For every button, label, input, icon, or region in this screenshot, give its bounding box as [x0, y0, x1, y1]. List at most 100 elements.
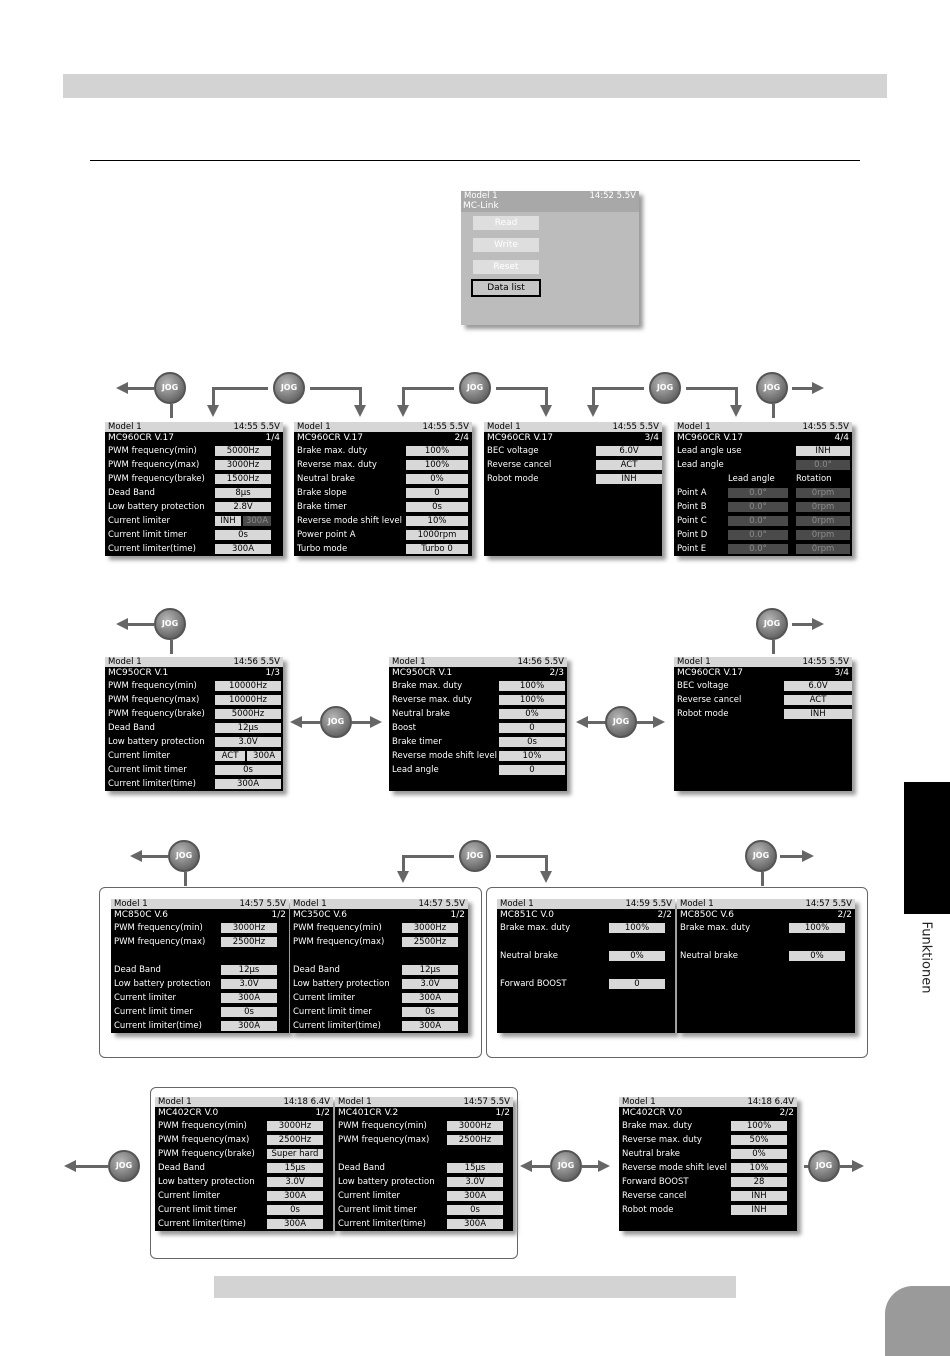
- param-value[interactable]: 0s: [267, 1205, 323, 1215]
- param-value[interactable]: 1500Hz: [215, 474, 271, 484]
- param-value[interactable]: 5000Hz: [215, 446, 271, 456]
- param-value[interactable]: 3.0V: [447, 1177, 503, 1187]
- jog-icon[interactable]: JOG: [808, 1150, 840, 1182]
- param-value[interactable]: 300A: [221, 993, 277, 1003]
- param-value[interactable]: 300A: [447, 1219, 503, 1229]
- param-value[interactable]: 300A: [402, 1021, 458, 1031]
- jog-icon[interactable]: JOG: [168, 840, 200, 872]
- param-value[interactable]: 12μs: [221, 965, 277, 975]
- param-value[interactable]: 6.0V: [596, 446, 662, 456]
- param-value[interactable]: INH: [596, 474, 662, 484]
- param-value[interactable]: 0s: [447, 1205, 503, 1215]
- param-value[interactable]: 300A: [447, 1191, 503, 1201]
- param-value[interactable]: 100%: [499, 681, 565, 691]
- param-value[interactable]: 0%: [789, 951, 845, 961]
- param-value[interactable]: ACT: [596, 460, 662, 470]
- param-value[interactable]: 12μs: [402, 965, 458, 975]
- param-value[interactable]: 3000Hz: [221, 923, 277, 933]
- param-value-secondary[interactable]: 300A: [247, 751, 281, 761]
- param-value[interactable]: INH: [731, 1205, 787, 1215]
- jog-icon[interactable]: JOG: [154, 608, 186, 640]
- param-value[interactable]: Super hard: [267, 1149, 323, 1159]
- param-value[interactable]: 100%: [499, 695, 565, 705]
- param-value[interactable]: 10%: [499, 751, 565, 761]
- param-value[interactable]: 8μs: [215, 488, 271, 498]
- empty-row: [677, 935, 855, 949]
- param-value[interactable]: 10%: [406, 516, 468, 526]
- jog-icon[interactable]: JOG: [756, 608, 788, 640]
- param-value[interactable]: 50%: [731, 1135, 787, 1145]
- param-value[interactable]: 2.8V: [215, 502, 271, 512]
- jog-icon[interactable]: JOG: [605, 706, 637, 738]
- param-value[interactable]: 10%: [731, 1163, 787, 1173]
- param-value[interactable]: INH: [796, 446, 850, 456]
- reset-button[interactable]: Reset: [473, 260, 539, 274]
- param-value[interactable]: 0%: [406, 474, 468, 484]
- param-value[interactable]: INH: [784, 709, 852, 719]
- param-value[interactable]: INH: [215, 516, 241, 526]
- param-value[interactable]: 300A: [267, 1191, 323, 1201]
- param-value[interactable]: 0%: [609, 951, 665, 961]
- read-button[interactable]: Read: [473, 216, 539, 230]
- param-value[interactable]: 300A: [215, 544, 271, 554]
- param-value[interactable]: 5000Hz: [215, 709, 281, 719]
- param-value[interactable]: 300A: [267, 1219, 323, 1229]
- param-value[interactable]: 2500Hz: [447, 1135, 503, 1145]
- param-value[interactable]: 3000Hz: [402, 923, 458, 933]
- param-value[interactable]: INH: [731, 1191, 787, 1201]
- write-button[interactable]: Write: [473, 238, 539, 252]
- jog-icon[interactable]: JOG: [273, 372, 305, 404]
- param-value[interactable]: 100%: [789, 923, 845, 933]
- param-value[interactable]: 15μs: [267, 1163, 323, 1173]
- param-value[interactable]: 0%: [731, 1149, 787, 1159]
- param-value[interactable]: Turbo 0: [406, 544, 468, 554]
- param-value[interactable]: 0: [406, 488, 468, 498]
- param-value[interactable]: 100%: [406, 460, 468, 470]
- param-value[interactable]: 300A: [402, 993, 458, 1003]
- param-value[interactable]: 3000Hz: [215, 460, 271, 470]
- param-value[interactable]: 300A: [215, 779, 281, 789]
- param-value[interactable]: 2500Hz: [267, 1135, 323, 1145]
- jog-icon[interactable]: JOG: [108, 1150, 140, 1182]
- param-value[interactable]: 28: [731, 1177, 787, 1187]
- param-value[interactable]: ACT: [215, 751, 245, 761]
- jog-icon[interactable]: JOG: [320, 706, 352, 738]
- param-value[interactable]: 0s: [402, 1007, 458, 1017]
- param-value[interactable]: 6.0V: [784, 681, 852, 691]
- param-value[interactable]: 2500Hz: [402, 937, 458, 947]
- param-value[interactable]: 1000rpm: [406, 530, 468, 540]
- param-value[interactable]: ACT: [784, 695, 852, 705]
- jog-icon[interactable]: JOG: [756, 372, 788, 404]
- param-value[interactable]: 100%: [731, 1121, 787, 1131]
- param-value[interactable]: 0s: [406, 502, 468, 512]
- param-value[interactable]: 0: [609, 979, 665, 989]
- param-value[interactable]: 10000Hz: [215, 695, 281, 705]
- param-value[interactable]: 0%: [499, 709, 565, 719]
- param-value[interactable]: 3.0V: [215, 737, 281, 747]
- jog-icon[interactable]: JOG: [154, 372, 186, 404]
- param-value[interactable]: 2500Hz: [221, 937, 277, 947]
- data-list-button[interactable]: Data list: [471, 279, 541, 297]
- jog-icon[interactable]: JOG: [745, 840, 777, 872]
- param-value[interactable]: 3.0V: [221, 979, 277, 989]
- param-value[interactable]: 3000Hz: [447, 1121, 503, 1131]
- param-value[interactable]: 0: [499, 723, 565, 733]
- jog-icon[interactable]: JOG: [459, 840, 491, 872]
- param-value[interactable]: 3.0V: [267, 1177, 323, 1187]
- param-value[interactable]: 300A: [221, 1021, 277, 1031]
- param-value[interactable]: 100%: [609, 923, 665, 933]
- param-value[interactable]: 3000Hz: [267, 1121, 323, 1131]
- param-value[interactable]: 10000Hz: [215, 681, 281, 691]
- param-value[interactable]: 12μs: [215, 723, 281, 733]
- param-value[interactable]: 0: [499, 765, 565, 775]
- jog-icon[interactable]: JOG: [459, 372, 491, 404]
- param-value[interactable]: 15μs: [447, 1163, 503, 1173]
- jog-icon[interactable]: JOG: [649, 372, 681, 404]
- param-value[interactable]: 0s: [215, 530, 271, 540]
- jog-icon[interactable]: JOG: [550, 1150, 582, 1182]
- param-value[interactable]: 0s: [215, 765, 281, 775]
- param-value[interactable]: 0s: [499, 737, 565, 747]
- param-value[interactable]: 0s: [221, 1007, 277, 1017]
- param-value[interactable]: 100%: [406, 446, 468, 456]
- param-value[interactable]: 3.0V: [402, 979, 458, 989]
